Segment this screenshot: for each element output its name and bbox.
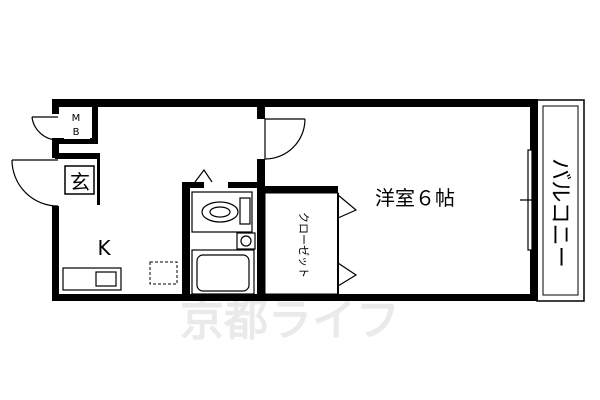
washbasin (236, 232, 256, 250)
interior-walls (52, 99, 338, 301)
western-room-label: 洋室６帖 (375, 186, 455, 210)
closet (264, 192, 358, 295)
svg-text:玄: 玄 (70, 170, 90, 194)
svg-text:M: M (72, 113, 81, 124)
entrance-label: 玄 (64, 165, 95, 195)
balcony-label: バルコニー (547, 158, 572, 268)
door-bathroom (194, 168, 213, 183)
kitchen-counter (62, 267, 122, 291)
meter-box-label: M B (64, 107, 90, 139)
bathtub (191, 249, 255, 295)
balcony-window (520, 149, 538, 251)
door-western-room (264, 118, 306, 160)
washing-machine-space (149, 261, 178, 285)
toilet (191, 191, 253, 233)
svg-text:B: B (73, 127, 80, 138)
kitchen-label: K (97, 236, 111, 260)
closet-label: クローゼット (297, 212, 310, 278)
door-meter-box (31, 116, 59, 141)
door-entrance (11, 159, 59, 207)
entrance-step (97, 153, 100, 205)
balcony (536, 99, 585, 302)
watermark: 京都ライフ (180, 295, 400, 346)
